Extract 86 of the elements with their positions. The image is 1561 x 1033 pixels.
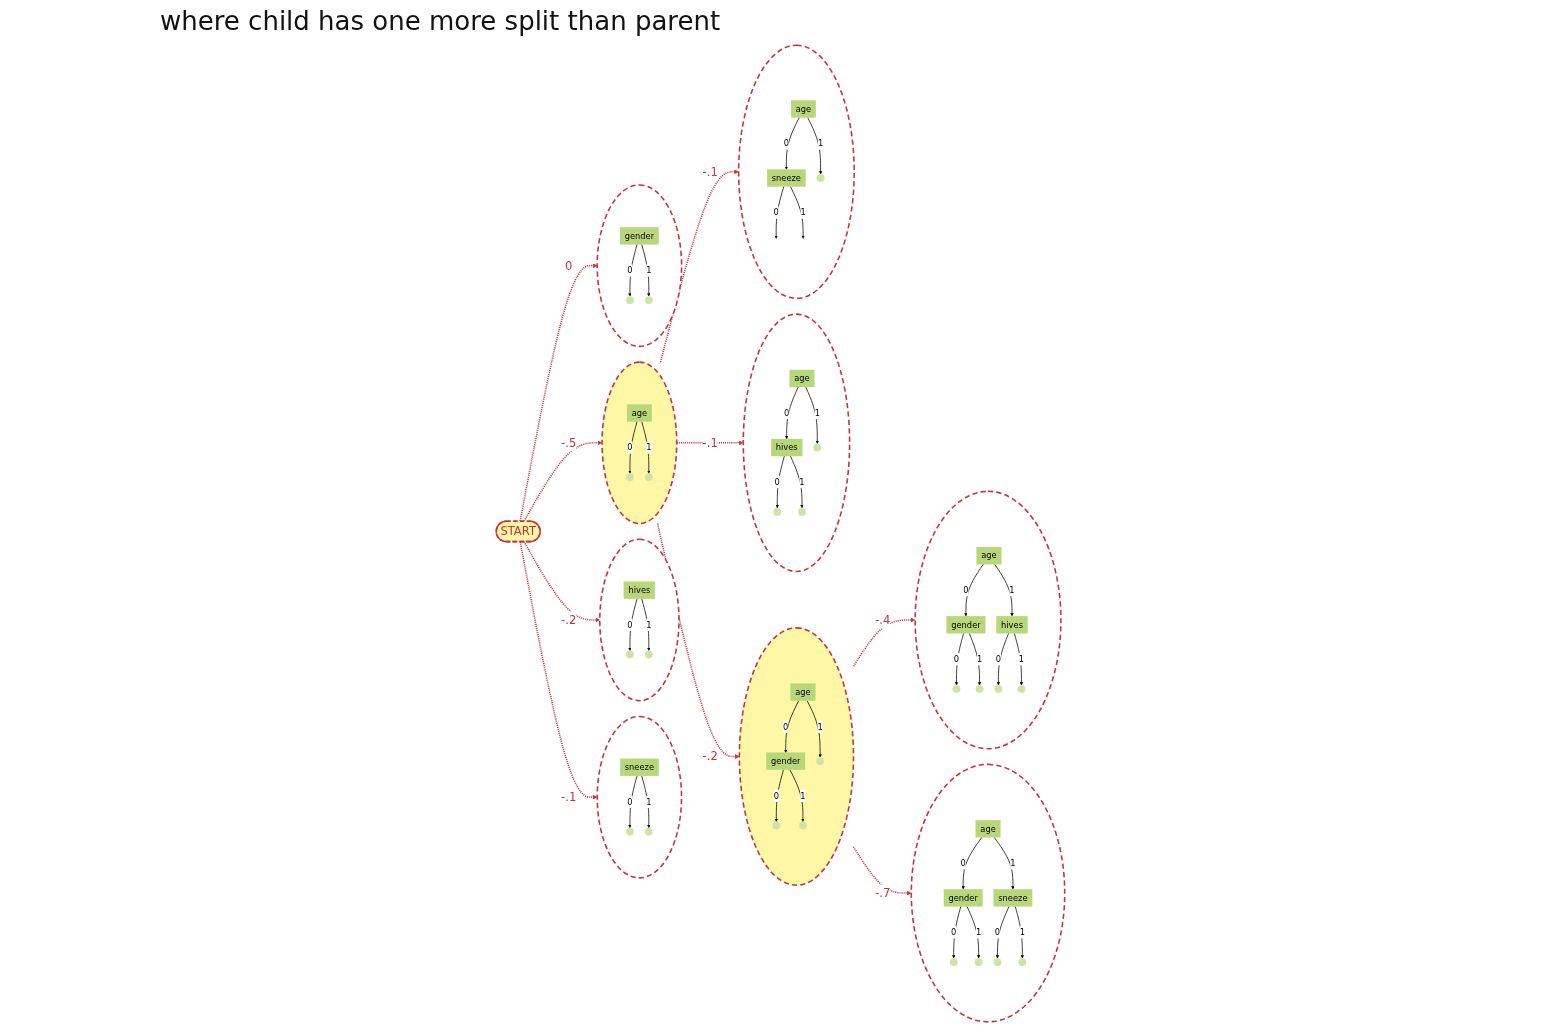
node-circle bbox=[994, 685, 1003, 693]
node-box: sneeze bbox=[993, 889, 1033, 907]
edge-label: -.7 bbox=[875, 886, 891, 900]
edge-label: 0 bbox=[627, 619, 633, 630]
edge-label: -.2 bbox=[561, 613, 577, 627]
node-circle bbox=[974, 958, 983, 967]
edge-label: 0 bbox=[951, 927, 957, 938]
node-circle bbox=[644, 827, 653, 836]
node-box: gender bbox=[619, 227, 659, 245]
edge-label: 1 bbox=[817, 722, 823, 732]
node-box: gender bbox=[766, 752, 806, 770]
edge-label: 0 bbox=[627, 265, 633, 276]
edge-label: -.1 bbox=[702, 436, 718, 450]
node-box: hives bbox=[771, 438, 803, 457]
edge-label: 1 bbox=[799, 477, 805, 487]
edge-label: 0 bbox=[564, 259, 573, 273]
node-box: hives bbox=[623, 581, 656, 599]
node-circle bbox=[816, 757, 825, 766]
edge-label: 1 bbox=[646, 265, 652, 276]
edge-label: 0 bbox=[627, 797, 633, 807]
title: where child has one more split than parent bbox=[160, 6, 722, 36]
node-circle bbox=[644, 650, 653, 659]
node-circle bbox=[816, 174, 825, 182]
node-circle bbox=[975, 685, 984, 693]
edge-label: 1 bbox=[646, 442, 652, 453]
arrow bbox=[519, 263, 598, 522]
node-box: sneeze bbox=[620, 758, 659, 777]
node-circle bbox=[952, 685, 961, 693]
node-box: gender bbox=[943, 889, 983, 907]
edge-label: -.1 bbox=[702, 165, 718, 179]
edge-label: 0 bbox=[995, 654, 1002, 664]
edge-label: 0 bbox=[783, 138, 789, 149]
edge-label: 1 bbox=[1019, 927, 1025, 938]
node-circle bbox=[626, 650, 634, 659]
node-circle bbox=[626, 827, 634, 836]
node-box: sneeze bbox=[766, 169, 806, 187]
edge-label: 0 bbox=[960, 858, 966, 868]
node-circle bbox=[949, 958, 958, 967]
edge-label: 0 bbox=[953, 654, 960, 664]
node-circle bbox=[644, 296, 653, 305]
edge-label: 0 bbox=[784, 408, 790, 418]
node-circle bbox=[798, 821, 807, 830]
edge-label: 1 bbox=[976, 654, 983, 664]
node-box: gender bbox=[946, 616, 986, 634]
edge-label: 0 bbox=[783, 722, 789, 732]
node-box: age bbox=[791, 100, 816, 118]
node-box: age bbox=[626, 404, 652, 422]
node-box: age bbox=[789, 369, 815, 388]
node-circle bbox=[626, 473, 634, 482]
node-circle bbox=[644, 473, 653, 482]
edge-label: 0 bbox=[963, 585, 969, 595]
node-circle bbox=[626, 296, 634, 305]
node-circle bbox=[1018, 958, 1027, 967]
edge-label: 1 bbox=[646, 797, 652, 807]
edge-label: 0 bbox=[994, 927, 1001, 938]
node-circle bbox=[813, 443, 822, 452]
edge-label: -.1 bbox=[561, 790, 577, 804]
edge-label: 1 bbox=[800, 791, 806, 801]
node-circle bbox=[773, 507, 782, 516]
node-circle bbox=[772, 821, 781, 830]
node-circle bbox=[993, 958, 1002, 967]
node-box: age bbox=[790, 683, 816, 701]
arrow bbox=[659, 169, 739, 363]
edge-label: 0 bbox=[774, 477, 780, 487]
edge-label: 0 bbox=[627, 442, 633, 453]
node-circle bbox=[1017, 685, 1026, 693]
arrow bbox=[519, 540, 598, 800]
edge-label: 1 bbox=[814, 408, 820, 418]
edge-label: 1 bbox=[1009, 585, 1015, 595]
edge-label: -.2 bbox=[702, 749, 718, 764]
edge-label: 0 bbox=[773, 791, 779, 801]
edge-label: 1 bbox=[1010, 858, 1016, 868]
edge-label: 0 bbox=[773, 207, 779, 218]
node-box: age bbox=[975, 820, 1001, 838]
node-box: hives bbox=[996, 616, 1028, 634]
edge-label: -.5 bbox=[561, 436, 577, 450]
arrow bbox=[523, 440, 603, 522]
node-circle bbox=[798, 507, 806, 516]
node-box: age bbox=[976, 546, 1002, 565]
edge-label: 1 bbox=[817, 138, 824, 149]
edge-label: 1 bbox=[975, 927, 982, 938]
edge-label: 1 bbox=[646, 619, 652, 630]
edge-label: -.4 bbox=[875, 613, 891, 627]
arrow bbox=[523, 540, 600, 623]
edge-label: 1 bbox=[800, 207, 806, 218]
edge-label: 1 bbox=[1018, 654, 1025, 664]
